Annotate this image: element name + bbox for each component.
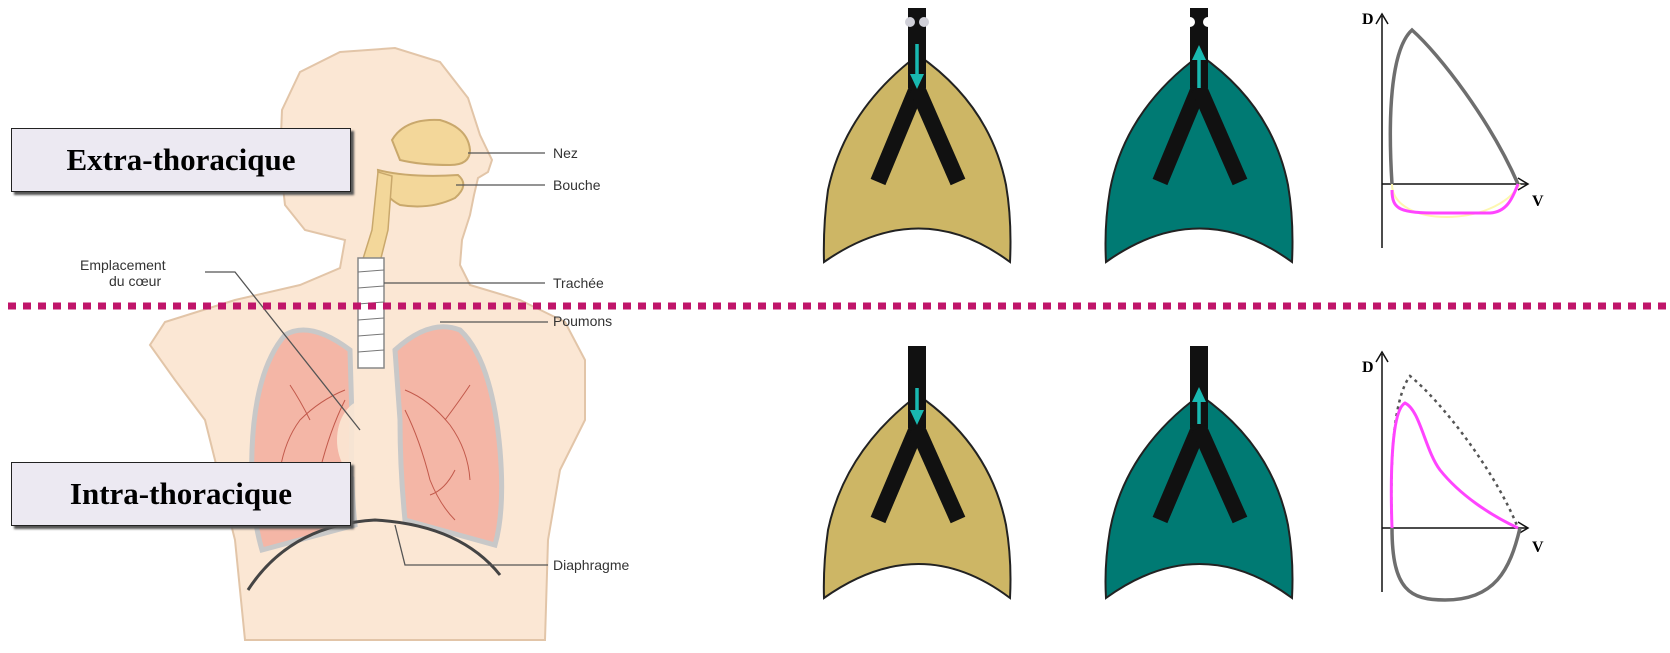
label-mouth: Bouche: [553, 177, 601, 193]
label-trachea: Trachée: [553, 275, 604, 291]
label-heart-line1: Emplacement: [80, 257, 166, 273]
obstructed-inspiratory-curve: [1392, 184, 1518, 213]
label-heart-line2: du cœur: [109, 273, 161, 289]
extra-flow-volume-loop: D V: [1362, 11, 1544, 248]
trachea: [358, 258, 384, 368]
intra-flow-volume-loop: D V: [1362, 352, 1544, 600]
intra-expiration-lung: [1106, 346, 1293, 598]
label-lungs: Poumons: [553, 313, 612, 329]
extra-thoracic-label: Extra-thoracique: [11, 128, 351, 192]
normal-expiratory-curve: [1390, 30, 1518, 184]
label-nose: Nez: [553, 145, 578, 161]
intra-inspiration-lung: [824, 346, 1011, 598]
y-axis-label: D: [1362, 359, 1374, 376]
x-axis-label: V: [1532, 193, 1544, 210]
normal-expiratory-curve: [1391, 376, 1518, 528]
label-diaphragm: Diaphragme: [553, 557, 629, 573]
intra-thoracic-label: Intra-thoracique: [11, 462, 351, 526]
normal-inspiratory-curve: [1392, 528, 1520, 600]
x-axis-label: V: [1532, 539, 1544, 556]
y-axis-label: D: [1362, 11, 1374, 28]
